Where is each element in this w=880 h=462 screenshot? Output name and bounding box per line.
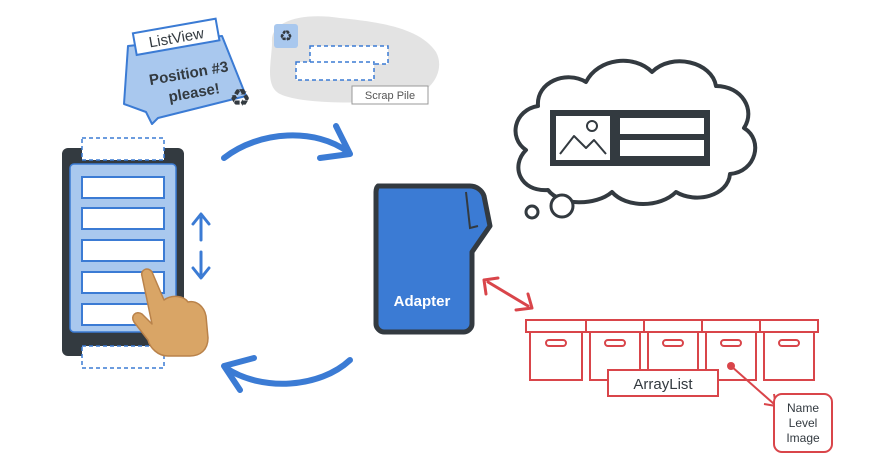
adapter-label: Adapter: [394, 293, 451, 310]
array-box: [525, 319, 587, 381]
adapter: Adapter: [373, 183, 493, 335]
scrap-pile: ♻ Scrap Pile: [270, 16, 440, 105]
item-field-image: Image: [786, 431, 820, 445]
thought-cloud: [513, 58, 758, 220]
item-field-level: Level: [789, 416, 818, 430]
list-item: [81, 176, 165, 199]
listview-speech-bubble: ListView Position #3 please! ♻: [123, 17, 251, 125]
array-list-label: ArrayList: [633, 376, 693, 393]
item-field-name: Name: [787, 401, 819, 415]
scrap-pile-label: Scrap Pile: [365, 90, 415, 102]
phone: [62, 137, 184, 369]
scrap-view-2: [295, 61, 375, 81]
pointing-hand-icon: [131, 268, 209, 357]
offscreen-view-bottom: [81, 345, 165, 369]
image-icon: [559, 120, 607, 155]
list-item: [81, 239, 165, 262]
flow-arrow-bottom: [221, 355, 353, 393]
flow-arrow-top: [221, 123, 353, 161]
array-box: [759, 319, 819, 381]
item-fields-box: [773, 393, 833, 453]
recycle-icon: ♻: [229, 84, 251, 112]
offscreen-view-top: [81, 137, 165, 161]
array-list-label-box: [607, 369, 719, 397]
adapter-data-link-icon: [482, 276, 534, 312]
recycle-icon: ♻: [274, 24, 298, 48]
scrap-pile-label-box: [351, 85, 429, 105]
svg-text:♻: ♻: [279, 27, 292, 45]
scroll-arrows-icon: [191, 212, 211, 280]
list-item: [81, 207, 165, 230]
array-box: [701, 319, 761, 381]
